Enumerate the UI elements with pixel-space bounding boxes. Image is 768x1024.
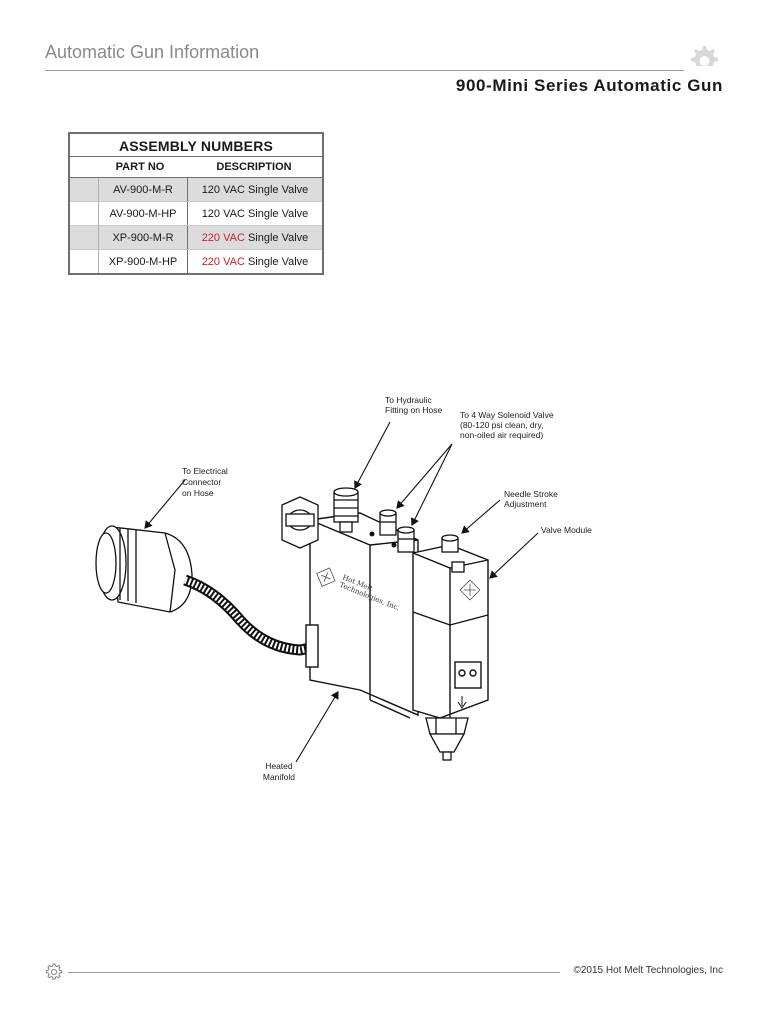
mounting-clamp <box>281 496 319 549</box>
callout-electrical: To Electrical Connector on Hose <box>182 466 230 498</box>
table-caption: ASSEMBLY NUMBERS <box>118 138 274 154</box>
description-cell: 220 VAC Single Valve <box>188 250 322 273</box>
description-cell: 220 VAC Single Valve <box>188 226 322 249</box>
row-marker-cell <box>70 250 99 273</box>
callout-solenoid: To 4 Way Solenoid Valve (80-120 psi clea… <box>460 410 556 440</box>
solenoid-port-1 <box>379 509 397 536</box>
voltage-text: 220 VAC <box>201 255 245 268</box>
callout-needle-stroke: Needle Stroke Adjustment <box>504 489 560 509</box>
row-marker-cell <box>70 226 99 249</box>
column-header-part-no: PART NO <box>115 161 165 173</box>
part-no-cell: AV-900-M-HP <box>99 202 188 225</box>
callout-heated-manifold: Heated Manifold <box>263 761 295 782</box>
description-suffix: Single Valve <box>244 183 309 196</box>
gear-icon <box>45 963 63 980</box>
part-no-cell: XP-900-M-R <box>99 226 188 249</box>
table-row: AV-900-M-HP 120 VAC Single Valve <box>70 202 322 226</box>
caption-divider <box>70 156 322 157</box>
header-divider <box>45 70 685 71</box>
nozzle <box>425 717 469 761</box>
footer-divider <box>68 972 560 973</box>
description-suffix: Single Valve <box>244 255 309 268</box>
needle-stroke-adjuster <box>441 534 465 573</box>
row-marker-cell <box>70 202 99 225</box>
valve-module <box>412 544 489 719</box>
assembly-numbers-table: ASSEMBLY NUMBERS PART NO DESCRIPTION AV-… <box>68 132 324 275</box>
down-arrow-icon <box>457 696 467 709</box>
valve-logo-icon <box>459 579 481 601</box>
solenoid-port-2 <box>397 526 415 553</box>
table-row: XP-900-M-HP 220 VAC Single Valve <box>70 250 322 273</box>
voltage-text: 220 VAC <box>201 231 245 244</box>
gear-icon <box>684 46 722 78</box>
description-suffix: Single Valve <box>244 207 309 220</box>
copyright-text: ©2015 Hot Melt Technologies, Inc <box>573 965 724 976</box>
table-header-row: PART NO DESCRIPTION <box>70 157 322 178</box>
heated-manifold-block <box>305 512 419 719</box>
row-marker-cell <box>70 178 99 201</box>
callout-hydraulic: To Hydraulic Fitting on Hose <box>385 395 442 415</box>
part-no-cell: AV-900-M-R <box>99 178 188 201</box>
voltage-text: 120 VAC <box>201 207 245 220</box>
description-suffix: Single Valve <box>244 231 309 244</box>
column-header-description: DESCRIPTION <box>216 161 292 173</box>
table-row: AV-900-M-R 120 VAC Single Valve <box>70 178 322 202</box>
part-no-cell: XP-900-M-HP <box>99 250 188 273</box>
electrical-connector <box>95 525 193 613</box>
hydraulic-fitting <box>333 487 359 533</box>
description-cell: 120 VAC Single Valve <box>188 202 322 225</box>
hmt-logo-icon <box>316 567 336 587</box>
document-title: 900-Mini Series Automatic Gun <box>455 76 723 95</box>
voltage-text: 120 VAC <box>201 183 245 196</box>
description-cell: 120 VAC Single Valve <box>188 178 322 201</box>
callout-valve-module: Valve Module <box>541 525 592 535</box>
section-title: Automatic Gun Information <box>45 42 260 62</box>
table-row: XP-900-M-R 220 VAC Single Valve <box>70 226 322 250</box>
